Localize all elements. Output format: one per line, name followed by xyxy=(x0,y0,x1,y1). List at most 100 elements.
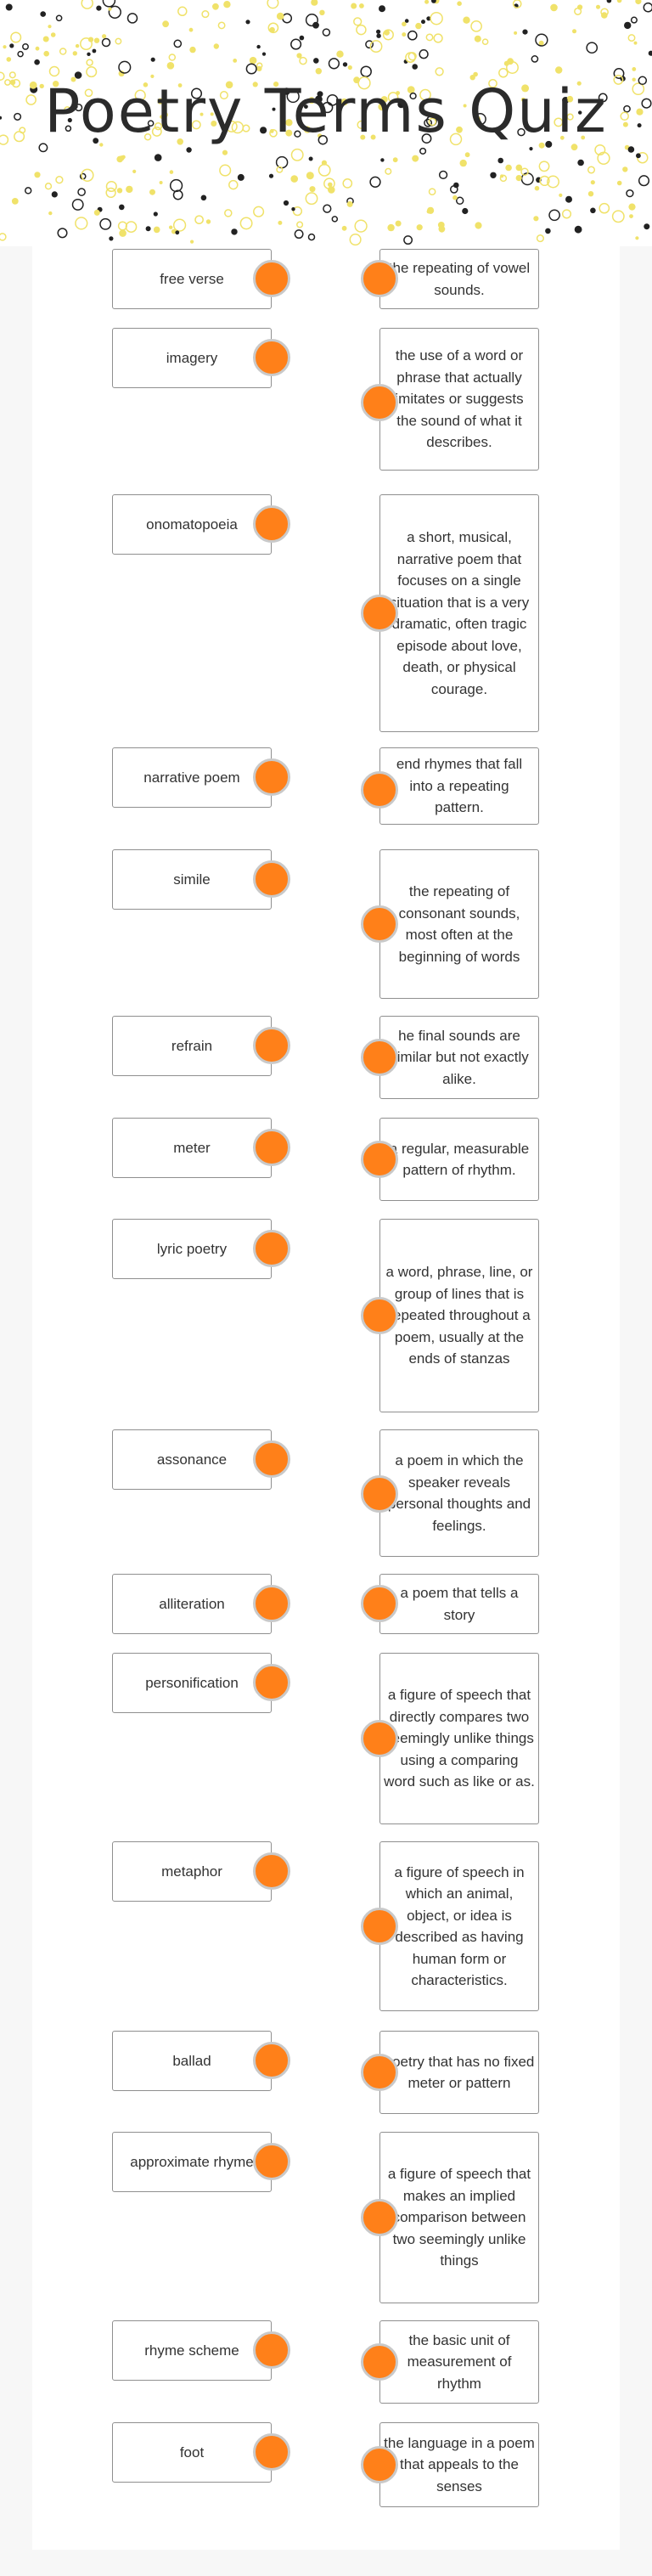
definition-box[interactable]: the repeating of vowel sounds. xyxy=(379,249,539,309)
confetti-dot xyxy=(359,3,364,8)
definition-box[interactable]: the language in a poem that appeals to t… xyxy=(379,2422,539,2507)
term-box[interactable]: refrain xyxy=(112,1016,272,1076)
confetti-dot xyxy=(376,33,381,38)
term-connector-dot[interactable] xyxy=(253,860,290,898)
definition-box[interactable]: a regular, measurable pattern of rhythm. xyxy=(379,1118,539,1201)
confetti-pattern xyxy=(0,0,652,246)
definition-connector-dot[interactable] xyxy=(361,2343,398,2381)
definition-connector-dot[interactable] xyxy=(361,1908,398,1945)
confetti-dot xyxy=(435,67,444,76)
term-connector-dot[interactable] xyxy=(253,1664,290,1701)
confetti-dot xyxy=(38,143,48,153)
confetti-dot xyxy=(194,215,204,225)
definition-connector-dot[interactable] xyxy=(361,2446,398,2483)
definition-box[interactable]: a poem in which the speaker reveals pers… xyxy=(379,1429,539,1557)
confetti-dot xyxy=(313,58,319,64)
confetti-dot xyxy=(378,103,386,111)
confetti-dot xyxy=(353,17,363,26)
definition-connector-dot[interactable] xyxy=(361,1720,398,1757)
confetti-dot xyxy=(261,52,267,56)
definition-box[interactable]: a word, phrase, line, or group of lines … xyxy=(379,1219,539,1412)
confetti-dot xyxy=(0,71,5,81)
term-box[interactable]: narrative poem xyxy=(112,747,272,808)
term-box[interactable]: personification xyxy=(112,1653,272,1713)
confetti-dot xyxy=(118,70,125,77)
definition-box[interactable]: he final sounds are similar but not exac… xyxy=(379,1016,539,1099)
term-box[interactable]: lyric poetry xyxy=(112,1219,272,1279)
term-connector-dot[interactable] xyxy=(253,2143,290,2180)
term-connector-dot[interactable] xyxy=(253,1230,290,1267)
term-box[interactable]: assonance xyxy=(112,1429,272,1490)
confetti-dot xyxy=(132,169,137,173)
definition-connector-dot[interactable] xyxy=(361,1297,398,1334)
definition-box[interactable]: end rhymes that fall into a repeating pa… xyxy=(379,747,539,825)
term-box[interactable]: simile xyxy=(112,849,272,910)
confetti-dot xyxy=(154,154,162,161)
confetti-dot xyxy=(475,222,482,229)
confetti-dot xyxy=(643,2,652,13)
definition-connector-dot[interactable] xyxy=(361,905,398,943)
confetti-dot xyxy=(490,172,497,178)
term-box[interactable]: approximate rhyme xyxy=(112,2132,272,2192)
definition-box[interactable]: a poem that tells a story xyxy=(379,1574,539,1634)
confetti-dot xyxy=(566,95,574,103)
term-connector-dot[interactable] xyxy=(253,1027,290,1064)
definition-connector-dot[interactable] xyxy=(361,1475,398,1513)
confetti-dot xyxy=(481,38,489,46)
confetti-dot xyxy=(219,164,232,177)
term-box[interactable]: ballad xyxy=(112,2031,272,2091)
term-box[interactable]: imagery xyxy=(112,328,272,388)
definition-box[interactable]: a figure of speech that directly compare… xyxy=(379,1653,539,1824)
definition-connector-dot[interactable] xyxy=(361,2199,398,2236)
definition-connector-dot[interactable] xyxy=(361,595,398,632)
definition-box[interactable]: the use of a word or phrase that actuall… xyxy=(379,328,539,471)
term-connector-dot[interactable] xyxy=(253,2433,290,2471)
term-connector-dot[interactable] xyxy=(253,260,290,297)
confetti-dot xyxy=(162,111,168,118)
term-connector-dot[interactable] xyxy=(253,2042,290,2079)
confetti-dot xyxy=(225,120,238,132)
confetti-dot xyxy=(291,207,295,211)
definition-connector-dot[interactable] xyxy=(361,1585,398,1622)
confetti-dot xyxy=(577,159,584,166)
term-connector-dot[interactable] xyxy=(253,758,290,796)
term-box[interactable]: free verse xyxy=(112,249,272,309)
term-connector-dot[interactable] xyxy=(253,2331,290,2369)
definition-box[interactable]: the basic unit of measurement of rhythm xyxy=(379,2320,539,2404)
term-label: alliteration xyxy=(159,1595,225,1612)
term-box[interactable]: rhyme scheme xyxy=(112,2320,272,2381)
term-connector-dot[interactable] xyxy=(253,1129,290,1166)
definition-connector-dot[interactable] xyxy=(361,1141,398,1178)
confetti-dot xyxy=(457,1,462,7)
term-box[interactable]: foot xyxy=(112,2422,272,2483)
term-connector-dot[interactable] xyxy=(253,1585,290,1622)
definition-connector-dot[interactable] xyxy=(361,771,398,809)
definition-label: a figure of speech in which an animal, o… xyxy=(394,1863,525,1989)
confetti-dot xyxy=(590,180,595,185)
confetti-dot xyxy=(222,149,228,155)
confetti-dot xyxy=(395,220,402,227)
definition-box[interactable]: the repeating of consonant sounds, most … xyxy=(379,849,539,999)
term-box[interactable]: onomatopoeia xyxy=(112,494,272,555)
confetti-dot xyxy=(365,40,374,49)
definition-box[interactable]: a short, musical, narrative poem that fo… xyxy=(379,494,539,732)
term-connector-dot[interactable] xyxy=(253,1852,290,1890)
definition-connector-dot[interactable] xyxy=(361,260,398,297)
confetti-dot xyxy=(428,117,437,127)
confetti-dot xyxy=(433,33,443,43)
definition-connector-dot[interactable] xyxy=(361,384,398,421)
term-box[interactable]: metaphor xyxy=(112,1841,272,1902)
definition-label: end rhymes that fall into a repeating pa… xyxy=(396,756,523,816)
definition-connector-dot[interactable] xyxy=(361,2054,398,2091)
definition-box[interactable]: poetry that has no fixed meter or patter… xyxy=(379,2031,539,2114)
definition-box[interactable]: a figure of speech in which an animal, o… xyxy=(379,1841,539,2011)
term-connector-dot[interactable] xyxy=(253,505,290,543)
term-box[interactable]: alliteration xyxy=(112,1574,272,1634)
definition-connector-dot[interactable] xyxy=(361,1039,398,1076)
confetti-dot xyxy=(336,50,344,58)
confetti-dot xyxy=(24,187,32,194)
term-box[interactable]: meter xyxy=(112,1118,272,1178)
definition-box[interactable]: a figure of speech that makes an implied… xyxy=(379,2132,539,2303)
term-connector-dot[interactable] xyxy=(253,1440,290,1478)
term-connector-dot[interactable] xyxy=(253,339,290,376)
